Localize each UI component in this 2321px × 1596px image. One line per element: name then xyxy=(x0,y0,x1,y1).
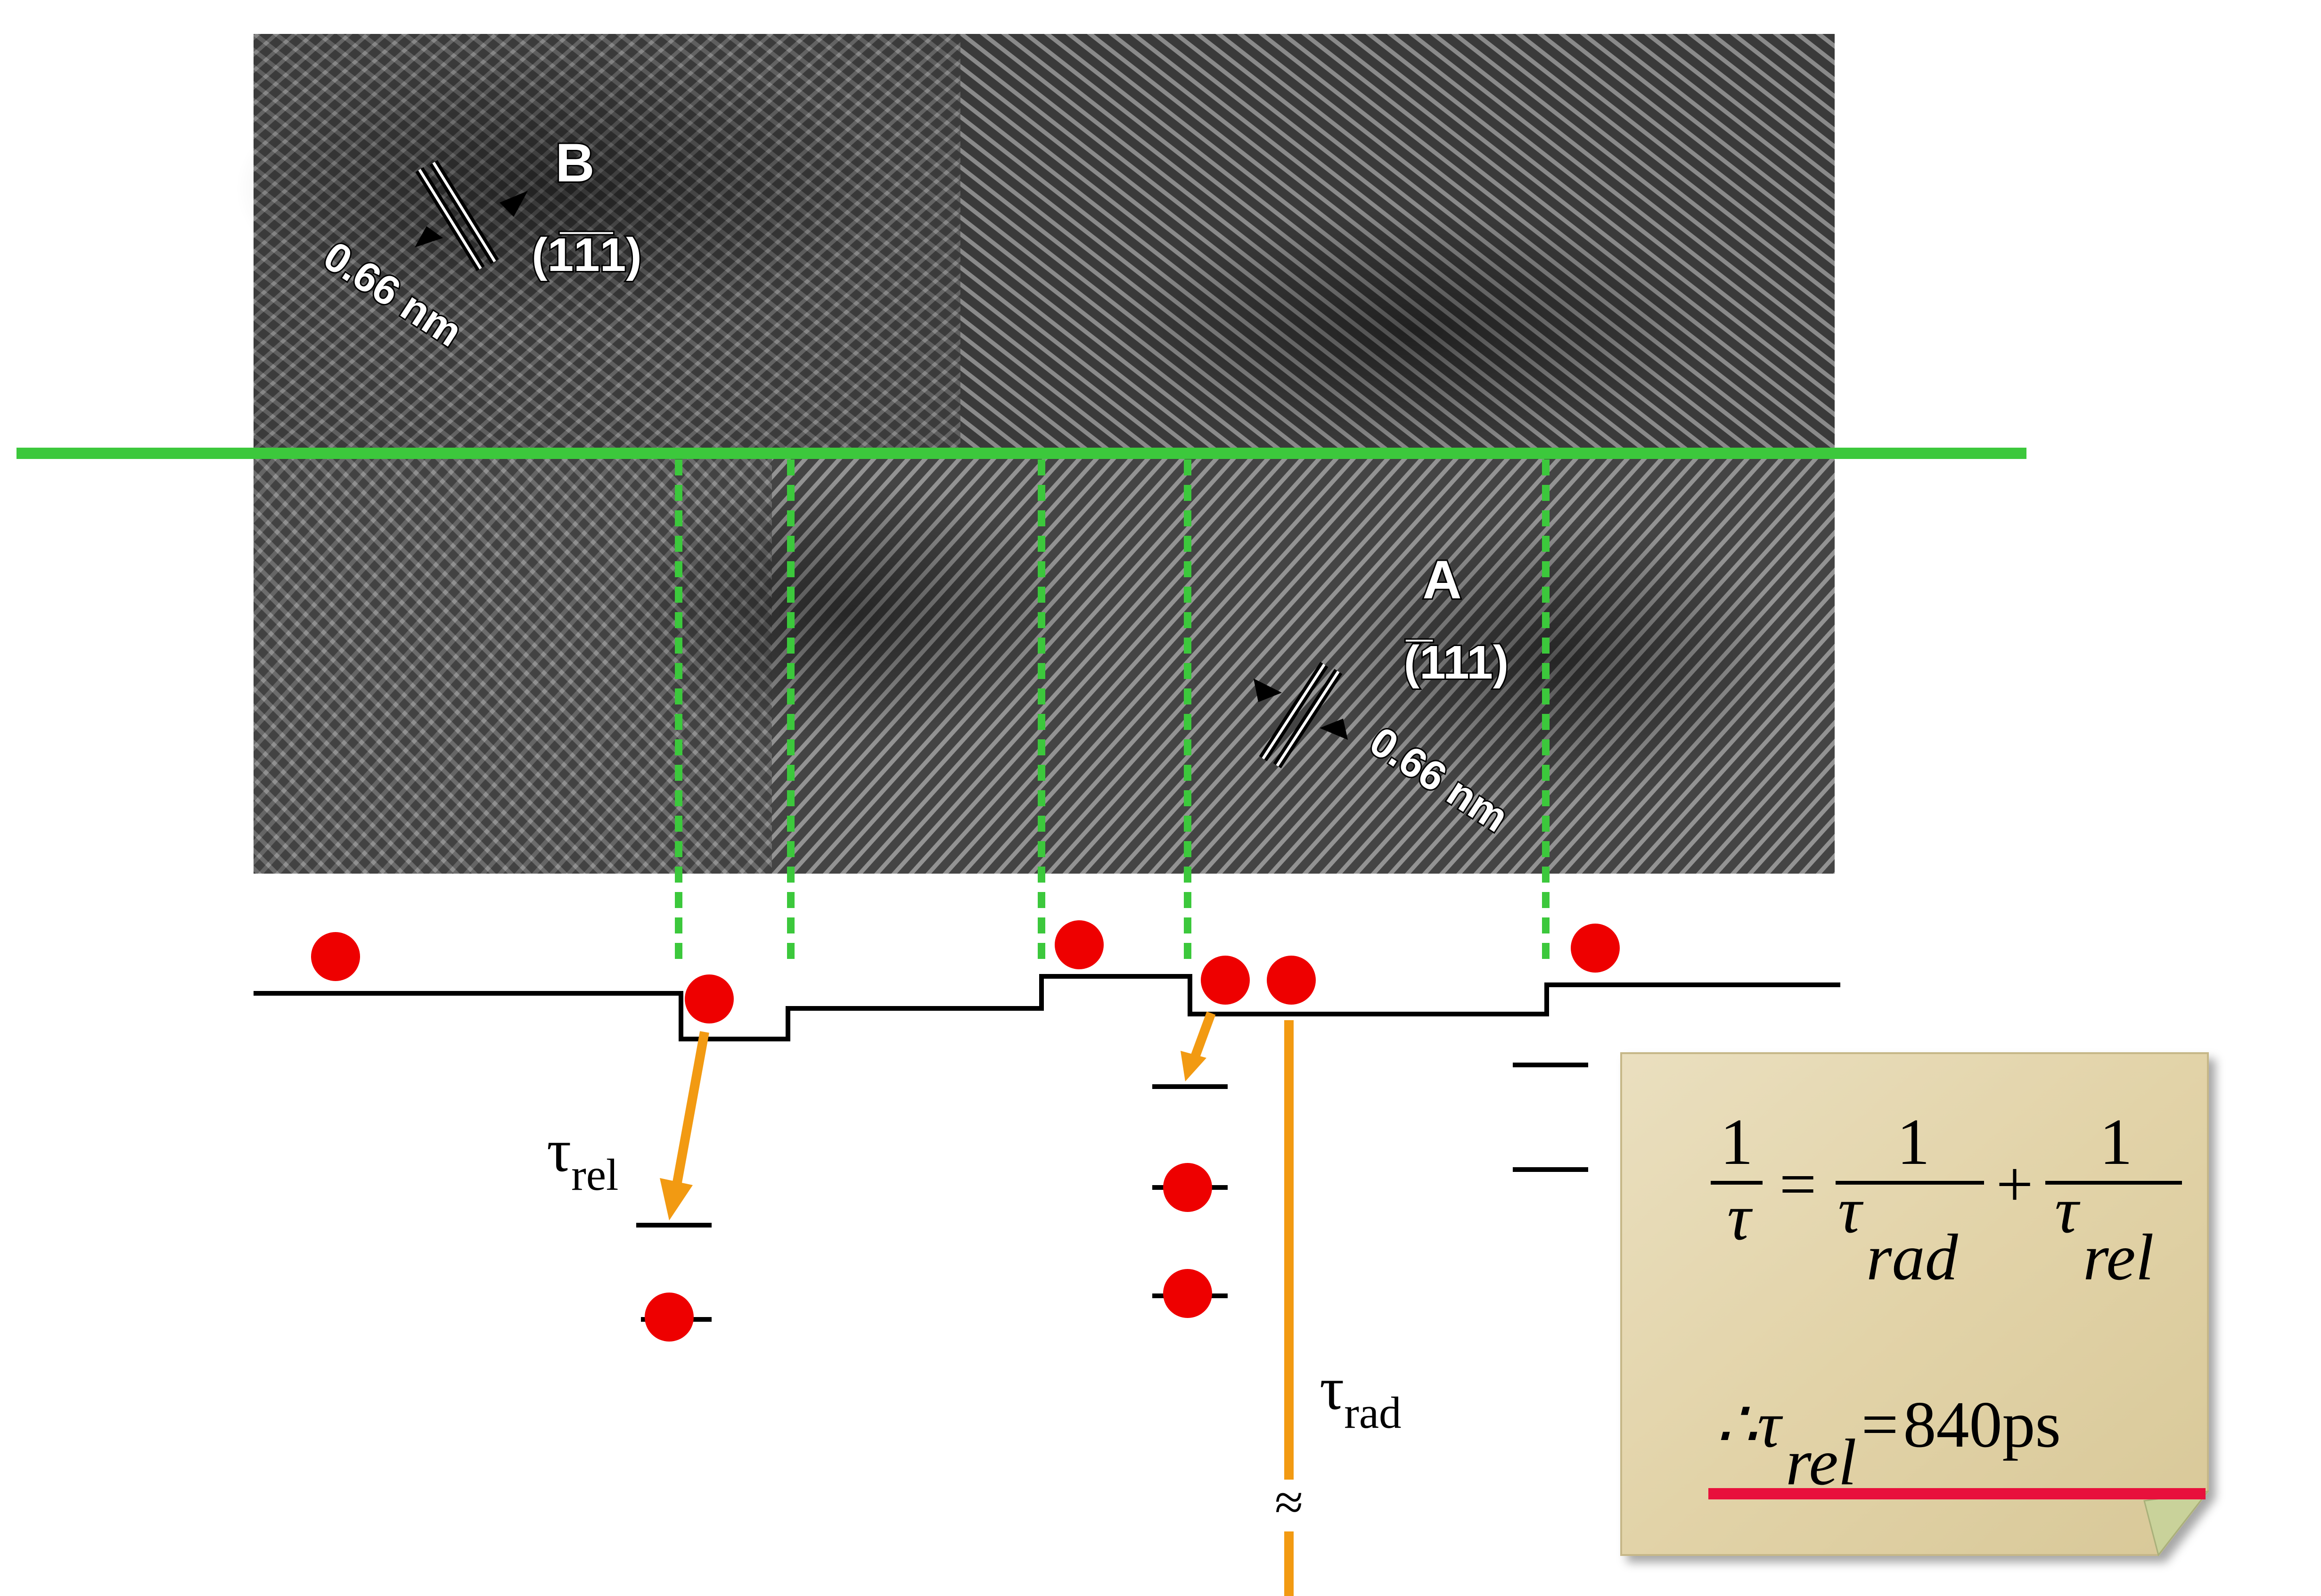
formula-plus: + xyxy=(1996,1148,2034,1221)
lhs-denominator: τ xyxy=(1727,1181,1753,1254)
electron xyxy=(1163,1163,1212,1212)
tau-rel-arrow xyxy=(672,1031,709,1188)
term1-denominator: τrad xyxy=(1838,1174,1959,1294)
result-equation: ∴τrel=840ps xyxy=(1715,1388,2061,1499)
electron xyxy=(685,974,734,1023)
band-edge-profile xyxy=(254,974,1840,1041)
energy-levels xyxy=(636,1063,1588,1322)
formula-equals: = xyxy=(1780,1148,1817,1221)
lattice-spacing-marker-b xyxy=(415,160,528,271)
electrons xyxy=(311,920,1620,1342)
miller-index-b: (1̅1̅1) xyxy=(532,229,641,281)
boundary-guides xyxy=(675,459,1550,966)
electron xyxy=(1163,1269,1212,1318)
term2-numerator: 1 xyxy=(2100,1105,2132,1179)
relax-arrowhead-small xyxy=(1181,1051,1206,1081)
formula-note xyxy=(1620,1052,2210,1557)
lhs-numerator: 1 xyxy=(1720,1105,1753,1179)
electron xyxy=(1055,920,1104,969)
lattice-spacing-marker-a xyxy=(1254,662,1348,769)
tem-micrograph: B (1̅1̅1) 0.66 nm A (̅111) 0.66 nm xyxy=(236,34,1835,874)
electron xyxy=(311,932,360,981)
lifetime-formula: 1 τ = 1 τrad + 1 τrel ∴τrel=840ps xyxy=(1708,1105,2206,1499)
tau-rad-label: τrad xyxy=(1320,1355,1402,1438)
break-mark-bg xyxy=(1268,1480,1310,1531)
axis-break-mark: ≈ xyxy=(1275,1473,1303,1531)
electron xyxy=(1571,924,1620,973)
tau-rel-arrowhead xyxy=(660,1178,693,1220)
term2-denominator: τrel xyxy=(2055,1174,2154,1294)
tau-rel-label: τrel xyxy=(547,1117,618,1200)
miller-index-a: (̅111) xyxy=(1404,636,1509,689)
electron xyxy=(1267,956,1316,1005)
grain-label-a: A xyxy=(1422,550,1461,610)
relax-arrow-small xyxy=(1190,1011,1216,1060)
electron xyxy=(645,1293,694,1342)
electron xyxy=(1201,956,1250,1005)
grain-label-b: B xyxy=(555,133,594,193)
term1-numerator: 1 xyxy=(1897,1105,1930,1179)
